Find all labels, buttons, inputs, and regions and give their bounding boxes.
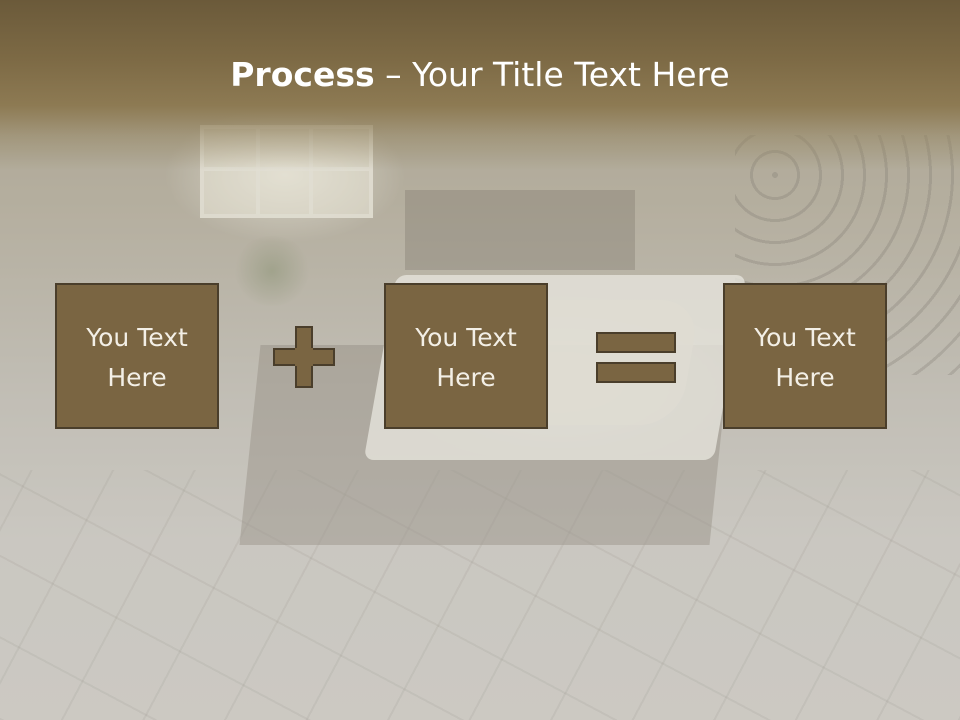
plus-icon <box>273 326 335 388</box>
title-band <box>0 0 960 170</box>
floor-tiles-image <box>0 470 960 720</box>
process-box-2-text: You Text Here <box>415 323 517 392</box>
process-box-1[interactable]: You Text Here <box>55 283 219 429</box>
process-box-1-text: You Text Here <box>86 323 188 392</box>
title-strong: Process <box>230 55 375 94</box>
vanity-cabinet-image <box>405 190 635 270</box>
equals-icon <box>596 332 676 384</box>
title-rest: – Your Title Text Here <box>374 55 730 94</box>
slide-title[interactable]: Process – Your Title Text Here <box>0 52 960 98</box>
plant-image <box>232 236 312 306</box>
process-box-3-text: You Text Here <box>754 323 856 392</box>
process-box-3[interactable]: You Text Here <box>723 283 887 429</box>
process-box-2[interactable]: You Text Here <box>384 283 548 429</box>
